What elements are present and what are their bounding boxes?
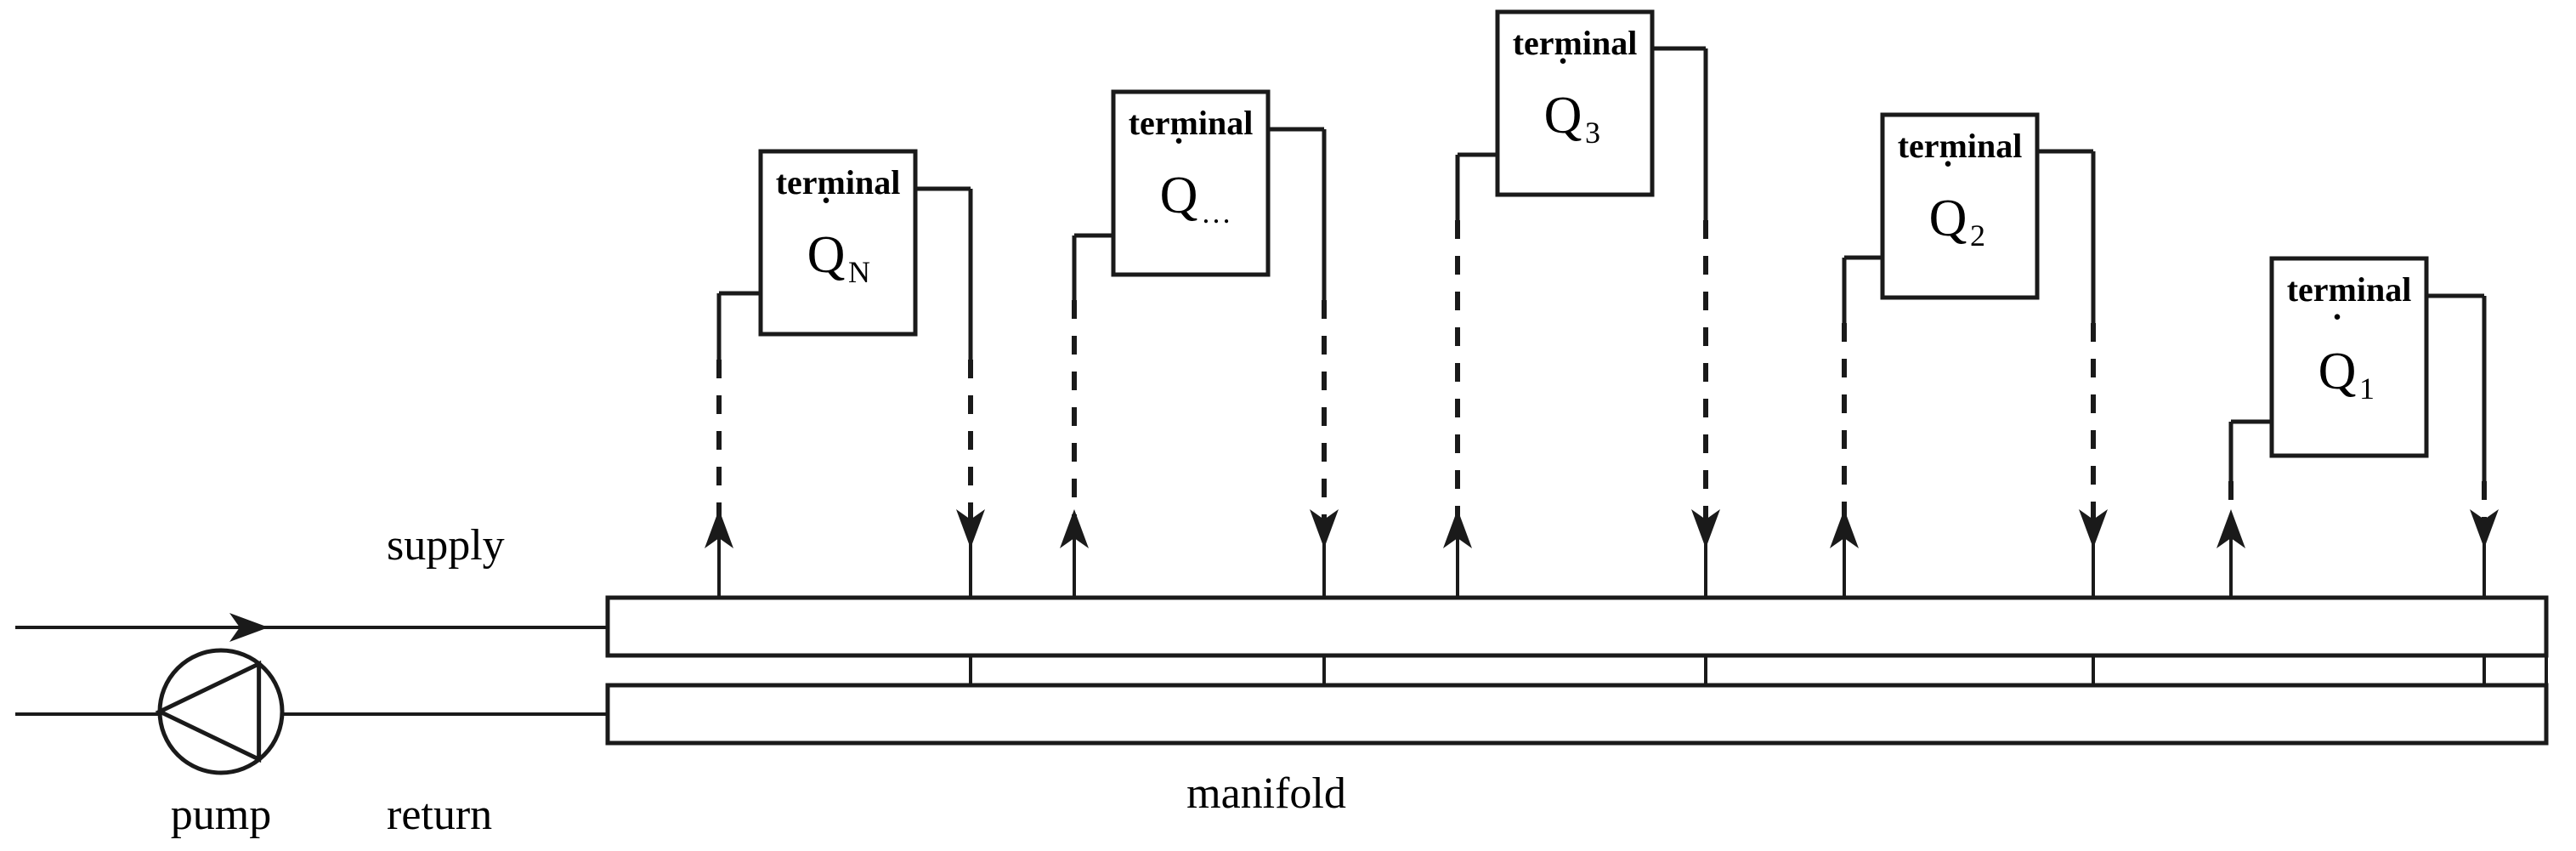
terminal-boxes [155, 9, 2549, 775]
terminal-q2-return-arrow [2079, 509, 2108, 548]
terminal-qn-overdot-glyph: ˙ [818, 187, 835, 245]
terminal-q1-overdot-glyph: ˙ [2329, 304, 2347, 361]
terminal-q2-q-glyph: Q [1929, 190, 1967, 247]
terminal-qdots-overdot-glyph: ˙ [1170, 128, 1188, 185]
terminal-qn-supply-arrow [705, 509, 733, 548]
terminal-qn-box[interactable] [758, 149, 918, 337]
terminal-q1-heat-rate-symbol: Q˙ 1 [2318, 304, 2375, 406]
terminal-q3-q-glyph: Q [1544, 87, 1582, 145]
terminal-q1-q-glyph: Q [2318, 343, 2357, 400]
terminal-q3-title: terminal [1513, 24, 1638, 62]
pump-impeller-triangle [155, 660, 262, 763]
manifold-label: manifold [1186, 769, 1346, 818]
terminal-q1-subscript-glyph: 1 [2359, 372, 2375, 406]
terminal-qn-subscript-glyph: N [848, 255, 870, 289]
supply-label: supply [387, 521, 505, 570]
pump-circle[interactable] [157, 648, 285, 775]
terminal-q2-box[interactable] [1880, 112, 2040, 300]
terminal-q2-heat-rate-symbol: Q˙ 2 [1929, 150, 1985, 252]
return-manifold-bar [605, 683, 2549, 746]
terminal-q1-title: terminal [2287, 270, 2412, 309]
terminal-qdots-title: terminal [1129, 104, 1254, 142]
supply-feed-arrow [229, 613, 269, 642]
terminal-q1-return-arrow [2470, 509, 2499, 548]
terminal-q2-subscript-glyph: 2 [1970, 218, 1985, 252]
terminal-qn-q-glyph: Q [807, 226, 846, 284]
terminal-qdots-box[interactable] [1111, 89, 1271, 277]
terminal-q3-return-arrow [1691, 509, 1720, 548]
terminal-qdots-q-glyph: Q [1160, 167, 1198, 224]
terminal-q3-overdot-glyph: ˙ [1554, 48, 1572, 105]
pipe-network [15, 46, 2548, 729]
supply-manifold-bar [605, 595, 2549, 658]
terminal-q3-heat-rate-symbol: Q˙ 3 [1544, 48, 1600, 150]
terminal-qn-return-arrow [956, 509, 985, 548]
terminal-q2-overdot-glyph: ˙ [1939, 150, 1957, 208]
terminal-q2-title: terminal [1898, 127, 2023, 165]
terminal-q3-box[interactable] [1495, 9, 1655, 197]
pump-label: pump [171, 791, 271, 839]
terminal-qn-heat-rate-symbol: Q˙ N [807, 187, 870, 289]
terminal-q1-supply-arrow [2216, 509, 2245, 548]
terminal-q3-supply-arrow [1443, 509, 1472, 548]
return-label: return [387, 791, 492, 839]
terminal-qdots-return-arrow [1310, 509, 1339, 548]
terminal-q2-supply-arrow [1830, 509, 1859, 548]
terminal-qdots-heat-rate-symbol: Q˙ … [1160, 128, 1231, 230]
terminal-qdots-subscript-glyph: … [1201, 196, 1231, 230]
terminal-q3-subscript-glyph: 3 [1585, 116, 1600, 150]
terminal-qn-title: terminal [776, 163, 901, 201]
terminal-q1-box[interactable] [2269, 256, 2429, 458]
terminal-qdots-supply-arrow [1060, 509, 1089, 548]
